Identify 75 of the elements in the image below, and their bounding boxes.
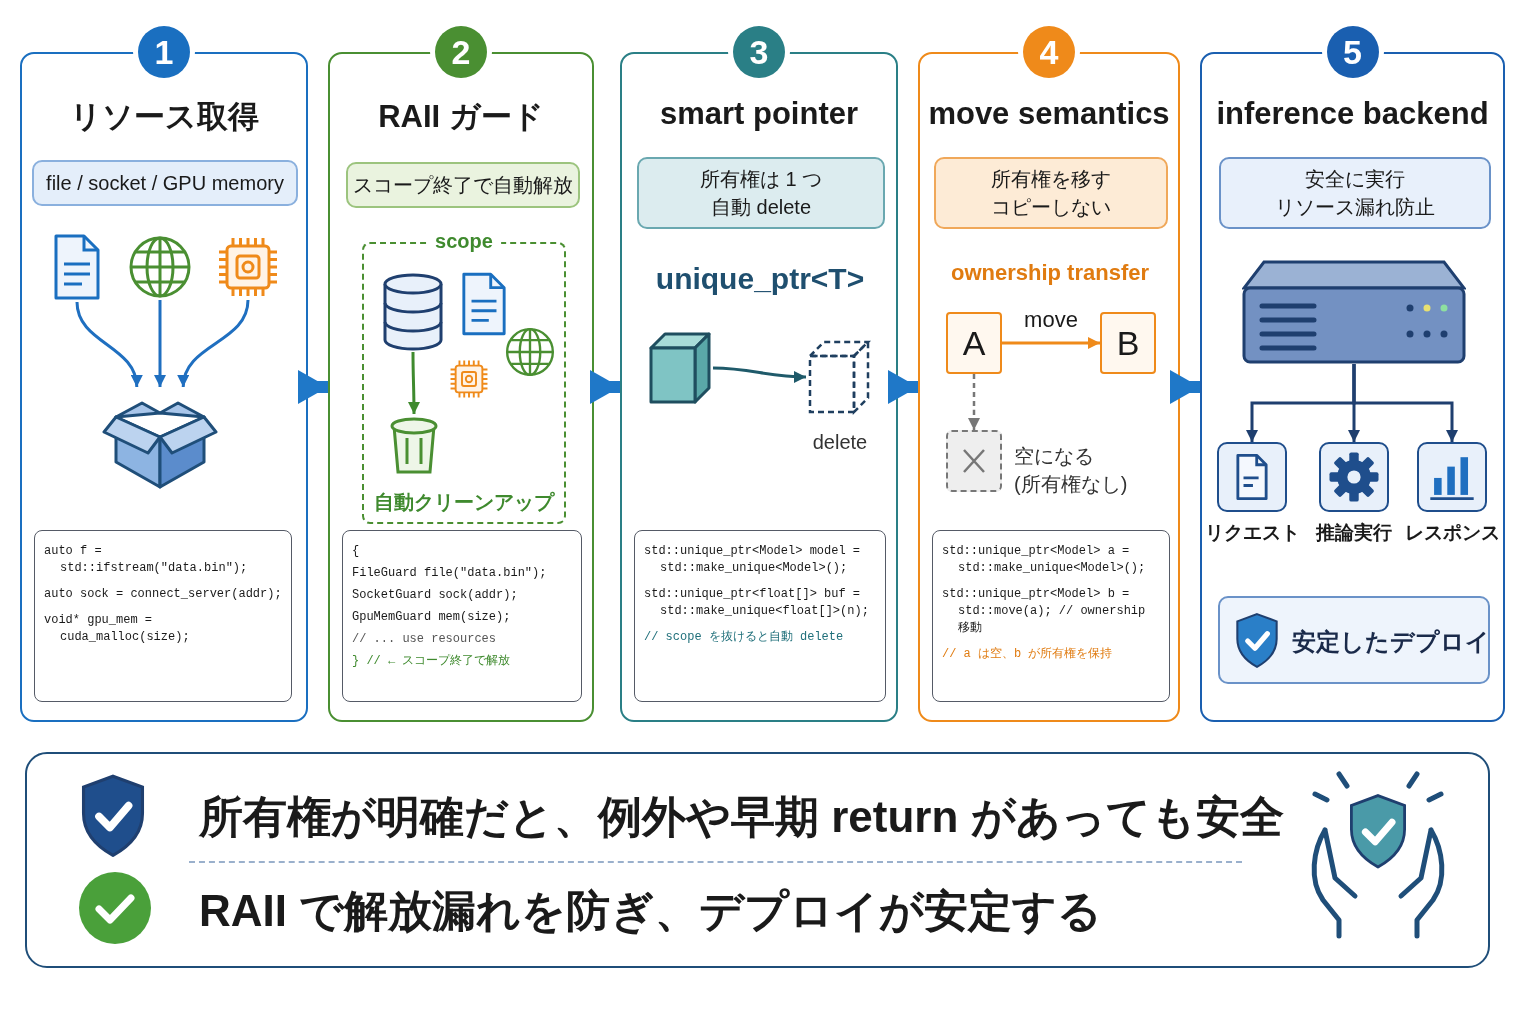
code-block [932, 530, 1170, 702]
subtitle-text: コピーしない [991, 195, 1111, 220]
note-text: 空になる (所有権なし) [1014, 444, 1129, 497]
pointer-box [1100, 312, 1156, 374]
cleanup-label: 自動クリーンアップ [373, 490, 556, 515]
code-line: // scope を抜けると自動 delete [644, 629, 845, 646]
arrow [888, 370, 918, 404]
chip-icon [448, 358, 490, 400]
globe-icon [127, 234, 193, 300]
arrow [407, 352, 420, 414]
code-line: FileGuard file("data.bin"); [352, 565, 548, 582]
code-line: SocketGuard sock(addr); [352, 587, 519, 604]
database-icon [382, 272, 444, 352]
step-title: move semantics [927, 96, 1171, 132]
code-line: // ... use resources [352, 631, 498, 648]
dashed-cube-icon [806, 338, 872, 416]
icon-caption: 推論実行 [1314, 521, 1393, 545]
step-title: リソース取得 [68, 98, 260, 136]
code-block [342, 530, 582, 702]
server-icon [1242, 260, 1466, 364]
pointer-box [946, 312, 1002, 374]
code-block [34, 530, 292, 702]
status-text: 安定したデプロイ [1292, 627, 1490, 657]
subtitle-box [637, 157, 885, 229]
pointer-label: A [962, 323, 986, 363]
icon-caption: レスポンス [1403, 521, 1501, 545]
code-line: { [352, 543, 361, 560]
document-icon [460, 270, 508, 338]
summary-box [25, 752, 1490, 968]
code-line: auto f = std::ifstream("data.bin"); [44, 543, 249, 577]
code-line: // a は空、b が所有権を保持 [942, 646, 1114, 663]
subtitle-text: スコープ終了で自動解放 [353, 173, 573, 198]
document-icon [52, 232, 102, 302]
subtitle-box [346, 162, 580, 208]
subtitle-box [934, 157, 1168, 229]
code-line: std::unique_ptr<float[]> buf = std::make_unique<float[]>(n); [644, 586, 870, 620]
code-line: std::unique_ptr<Model> model = std::make_unique<Model>(); [644, 543, 862, 577]
code-line: } // ← スコープ終了で解放 [352, 653, 512, 670]
subtitle-text: リソース漏れ防止 [1275, 195, 1435, 220]
summary-text: RAII で解放漏れを防ぎ、デプロイが安定する [199, 885, 1103, 937]
subtitle-text: file / socket / GPU memory [46, 171, 284, 196]
step-title: RAII ガード [377, 98, 545, 136]
summary-text: 所有権が明確だと、例外や早期 return があっても安全 [199, 791, 1284, 843]
status-box [1218, 596, 1490, 684]
subtitle-text: 安全に実行 [1305, 167, 1405, 192]
step-title: smart pointer [658, 96, 860, 132]
code-line: GpuMemGuard mem(size); [352, 609, 512, 626]
code-line: std::unique_ptr<Model> b = std::move(a); // ownership 移動 [942, 586, 1147, 637]
arrow [1170, 370, 1200, 404]
subtitle-text: 所有権を移す [991, 167, 1111, 192]
subtitle-box [32, 160, 298, 206]
code-block [634, 530, 886, 702]
code-line: void* gpu_mem = cuda_malloc(size); [44, 612, 191, 646]
arrow [154, 300, 166, 387]
subtitle-text: 所有権は 1 つ [699, 167, 823, 192]
arrow [712, 366, 807, 383]
arrow [298, 370, 328, 404]
arrow [1352, 364, 1458, 442]
pointer-label: B [1116, 323, 1140, 363]
arrow [178, 299, 250, 388]
arrow [590, 370, 620, 404]
note-text: delete [811, 430, 869, 455]
subtitle-text: 自動 delete [710, 195, 812, 220]
code-line: std::unique_ptr<Model> a = std::make_unique<Model>(); [942, 543, 1147, 577]
empty-box [946, 430, 1002, 492]
heading-text: unique_ptr<T> [654, 262, 866, 296]
subtitle-box [1219, 157, 1491, 229]
arrow [968, 374, 980, 430]
cube-icon [647, 330, 713, 406]
arrow [75, 301, 142, 388]
subheading-text: ownership transfer [949, 260, 1150, 286]
arrow [1002, 337, 1100, 349]
icon-caption: リクエスト [1203, 521, 1301, 545]
code-line: auto sock = connect_server(addr); [44, 586, 282, 603]
step-title: inference backend [1215, 96, 1490, 132]
